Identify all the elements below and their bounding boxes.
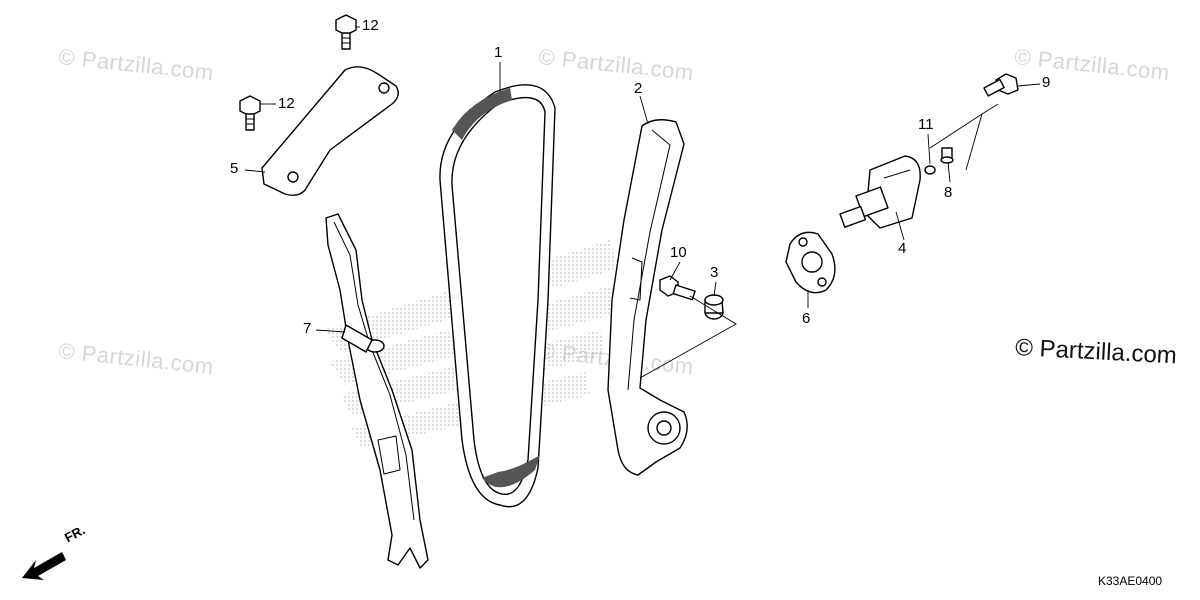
guide-7 <box>325 213 429 569</box>
callout-9: 9 <box>1042 74 1051 91</box>
tensioner-lifter-4 <box>839 155 921 229</box>
collar-3 <box>704 294 724 320</box>
tensioner-arm-2 <box>607 119 688 476</box>
leader-lines <box>244 26 1041 379</box>
callout-1: 1 <box>494 44 503 61</box>
callout-4: 4 <box>898 240 907 257</box>
bolt-10 <box>659 275 696 301</box>
bolt-12-upper <box>335 14 357 50</box>
bolt-12-lower <box>239 95 261 131</box>
callout-10: 10 <box>670 244 687 261</box>
washer-11 <box>924 165 936 175</box>
bolt-8 <box>940 147 954 164</box>
callout-11: 11 <box>918 116 934 133</box>
bolt-9 <box>983 73 1019 97</box>
callout-3: 3 <box>710 264 719 281</box>
front-direction-arrow <box>22 552 66 580</box>
callout-8: 8 <box>944 184 953 201</box>
cam-chain-1 <box>439 84 556 508</box>
gasket-6 <box>785 231 836 294</box>
plate-5 <box>261 66 399 197</box>
callout-5: 5 <box>230 160 239 177</box>
diagram-code: K33AE0400 <box>1098 574 1163 588</box>
callout-6: 6 <box>802 310 811 327</box>
callout-12-lower: 12 <box>278 95 295 112</box>
callout-12-upper: 12 <box>362 17 379 34</box>
callout-2: 2 <box>634 80 643 97</box>
callout-7: 7 <box>303 320 312 337</box>
